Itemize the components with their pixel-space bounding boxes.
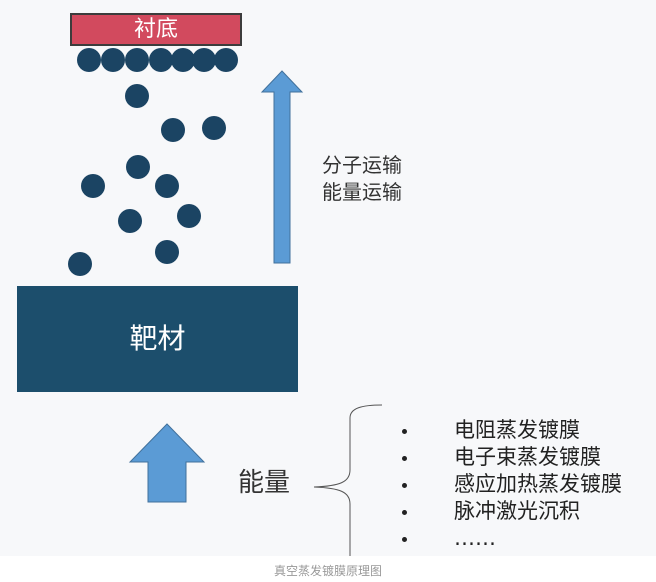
energy-up-arrow (128, 423, 206, 503)
list-item: …… (398, 525, 622, 552)
particle-dot (68, 252, 92, 276)
energy-transport-label: 能量运输 (322, 180, 402, 204)
particle-dot (77, 48, 101, 72)
particle-dot (171, 48, 195, 72)
particle-dot (155, 174, 179, 198)
particle-dot (118, 209, 142, 233)
arrows-layer (128, 70, 383, 556)
particle-dot (126, 155, 150, 179)
particle-dot (161, 118, 185, 142)
methods-brace (313, 404, 383, 556)
particle-dot (101, 48, 125, 72)
method-list: 电阻蒸发镀膜 电子束蒸发镀膜 感应加热蒸发镀膜 脉冲激光沉积 …… (398, 417, 622, 552)
particle-dot (214, 48, 238, 72)
bullet-icon (402, 483, 407, 488)
method-label: 电阻蒸发镀膜 (454, 418, 580, 442)
particle-dot (202, 116, 226, 140)
list-item: 感应加热蒸发镀膜 (398, 471, 622, 498)
energy-label: 能量 (238, 468, 291, 498)
bullet-icon (402, 456, 407, 461)
bullet-icon (402, 429, 407, 434)
figure-caption: 真空蒸发镀膜原理图 (273, 564, 382, 578)
method-label: 感应加热蒸发镀膜 (454, 472, 622, 496)
list-item: 电阻蒸发镀膜 (398, 417, 622, 444)
method-label: …… (454, 526, 496, 550)
particle-dot (125, 84, 149, 108)
bullet-icon (402, 510, 407, 515)
particle-dot (81, 174, 105, 198)
particle-dot (192, 48, 216, 72)
list-item: 脉冲激光沉积 (398, 498, 622, 525)
target-box: 靶材 (17, 286, 298, 392)
bullet-icon (402, 537, 407, 542)
list-item: 电子束蒸发镀膜 (398, 444, 622, 471)
transport-labels: 分子运输 能量运输 (322, 152, 402, 206)
particle-dot (177, 204, 201, 228)
molecule-transport-label: 分子运输 (322, 153, 402, 177)
transport-up-arrow (260, 70, 304, 264)
substrate-box: 衬底 (70, 13, 242, 46)
method-label: 脉冲激光沉积 (454, 499, 580, 523)
particle-dot (149, 48, 173, 72)
particle-dot (155, 240, 179, 264)
method-label: 电子束蒸发镀膜 (454, 445, 601, 469)
diagram-panel: 衬底 靶材 分子运输 能量运输 能量 电阻蒸发镀膜 电子束蒸发镀膜 感应加热蒸发… (17, 13, 622, 556)
particle-dot (125, 48, 149, 72)
